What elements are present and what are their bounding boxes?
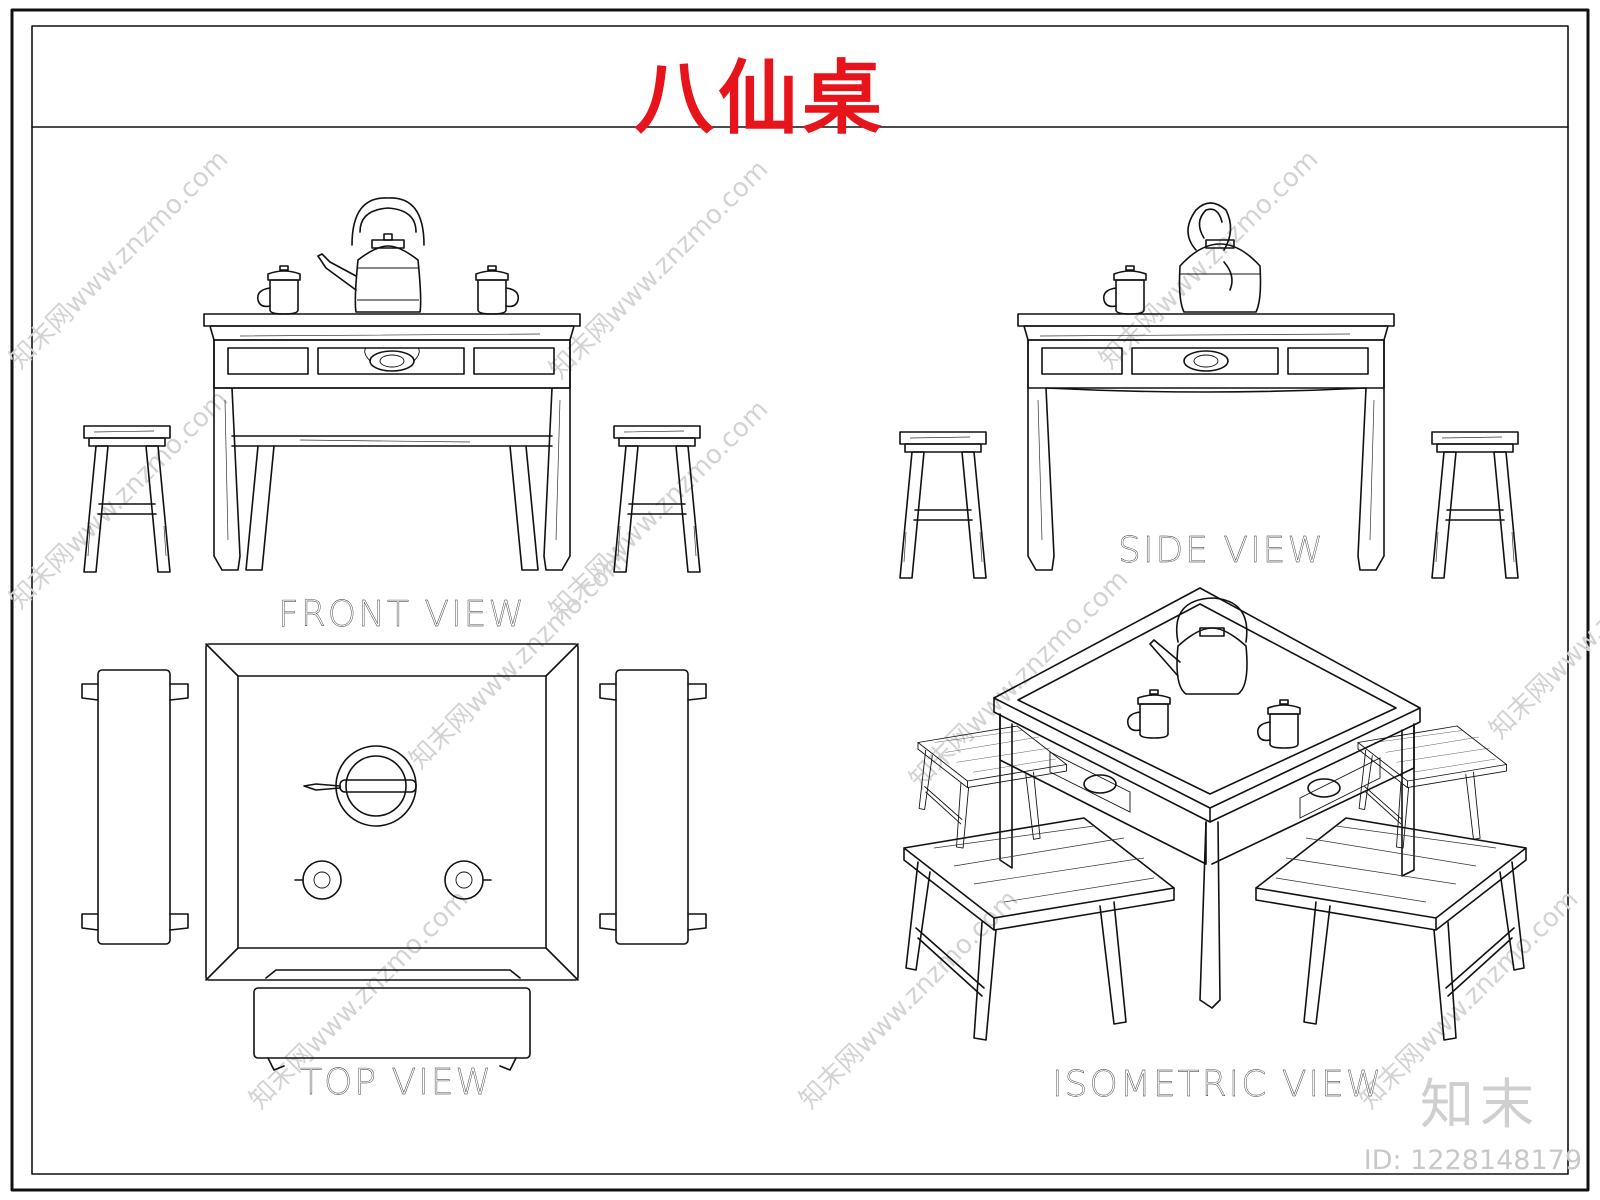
watermark-id: ID: 1228148179 — [1363, 1145, 1582, 1176]
inner-frame — [31, 25, 1569, 1175]
outer-frame — [10, 8, 1590, 1192]
front-view-drawing — [83, 197, 701, 573]
side-view-label: SIDE VIEW — [1118, 530, 1325, 571]
watermark-text: 知末网www.znzmo.com — [1484, 514, 1600, 745]
isometric-view-label: ISOMETRIC VIEW — [1052, 1064, 1384, 1105]
top-view-drawing — [81, 643, 707, 1071]
watermark-text: 知末网www.znzmo.com — [544, 154, 775, 385]
carved-ornament — [364, 347, 420, 372]
top-view-label: TOP VIEW — [300, 1062, 494, 1103]
kettle-front — [317, 197, 425, 313]
watermark-text: 知末网www.znzmo.com — [404, 544, 635, 775]
isometric-view-drawing — [903, 587, 1527, 1041]
watermark-text: 知末网www.znzmo.com — [4, 144, 235, 375]
front-view-label: FRONT VIEW — [278, 594, 527, 635]
side-view-drawing — [899, 202, 1519, 579]
kettle-side — [1178, 202, 1262, 313]
watermark-strips: 知末网www.znzmo.com 知末网www.znzmo.com 知末网www… — [4, 144, 1600, 1115]
watermark-text: 知末网www.znzmo.com — [904, 564, 1135, 795]
sheet-title: 八仙桌 — [634, 52, 886, 145]
watermark-logo: 知末 — [1420, 1073, 1540, 1136]
watermark-text: 知末网www.znzmo.com — [4, 384, 235, 615]
